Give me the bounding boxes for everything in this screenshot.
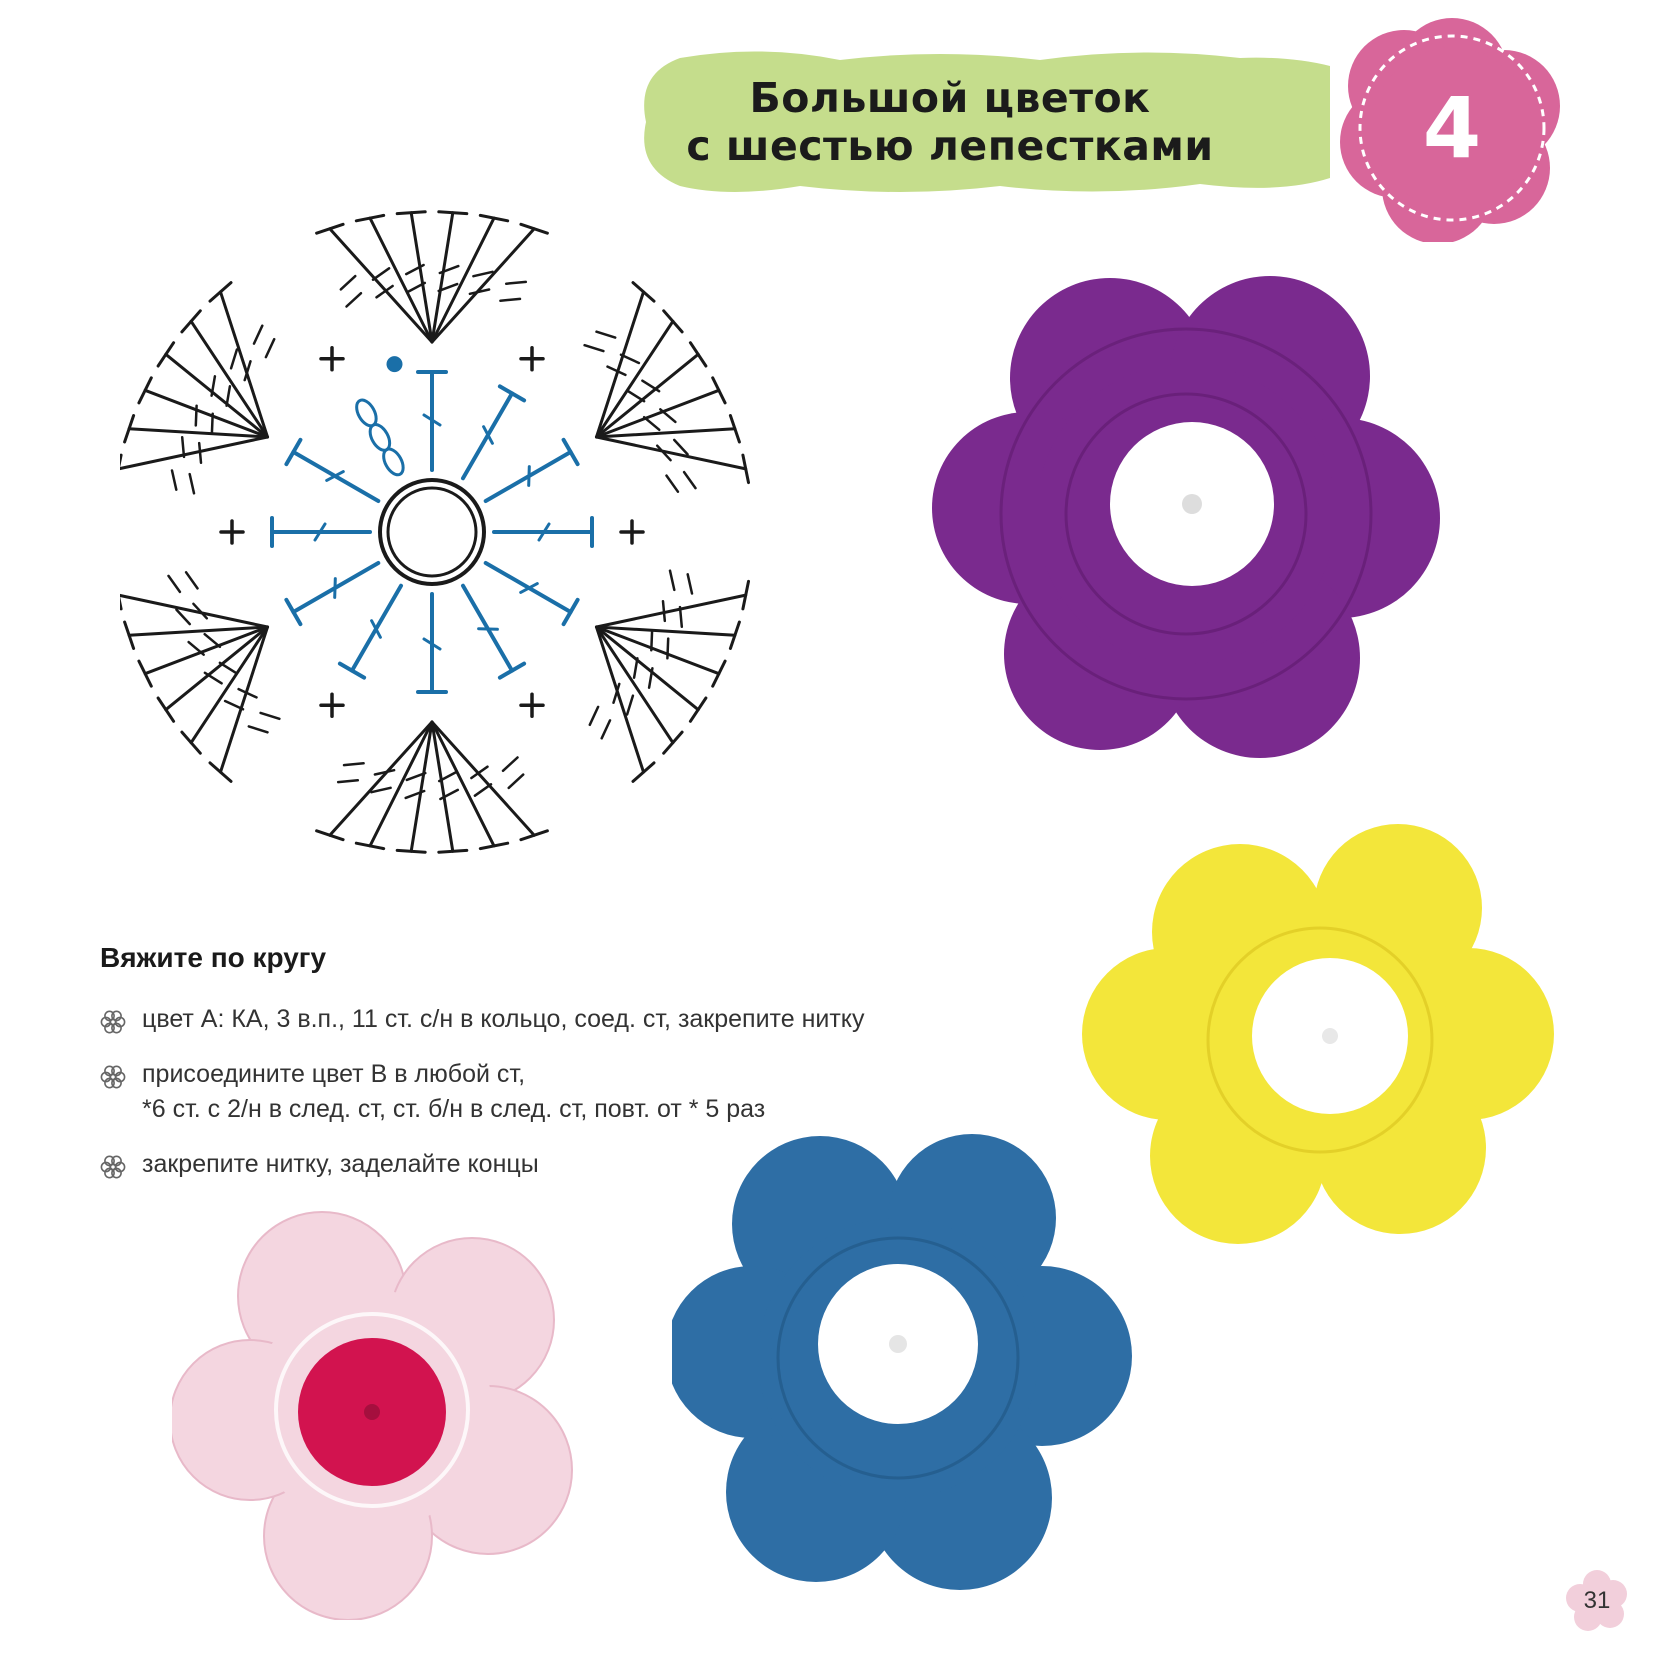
badge-number: 4 bbox=[1422, 79, 1482, 177]
yellow-flower-image bbox=[1082, 824, 1554, 1244]
blue-flower-image bbox=[672, 1134, 1132, 1590]
crochet-chart-diagram bbox=[120, 210, 750, 854]
page-title: Большой цветок с шестью лепестками bbox=[640, 48, 1260, 196]
instruction-text: закрепите нитку, заделайте концы bbox=[142, 1150, 539, 1178]
page-number: 31 bbox=[1566, 1570, 1628, 1632]
banner-shape bbox=[644, 51, 1330, 192]
instructions-list: цвет А: КА, 3 в.п., 11 ст. с/н в кольцо,… bbox=[100, 1002, 1000, 1182]
title-line-1: Большой цветок bbox=[749, 73, 1151, 122]
purple-flower-image bbox=[932, 276, 1440, 758]
page-number-text: 31 bbox=[1583, 1587, 1611, 1614]
instructions: Вяжите по кругу цвет А: КА, 3 в.п., 11 с… bbox=[100, 942, 1000, 1202]
pattern-number-badge: 4 bbox=[1338, 14, 1566, 242]
flower-bullet-icon bbox=[100, 1065, 126, 1089]
badge-flower-icon bbox=[1340, 18, 1560, 242]
instruction-text: цвет А: КА, 3 в.п., 11 ст. с/н в кольцо,… bbox=[142, 1005, 865, 1033]
title-banner: Большой цветок с шестью лепестками bbox=[640, 48, 1380, 196]
pink-flower-image bbox=[172, 1211, 573, 1620]
page-number-flower-icon bbox=[1566, 1570, 1627, 1631]
instruction-item: закрепите нитку, заделайте концы bbox=[100, 1147, 1000, 1182]
instruction-item: цвет А: КА, 3 в.п., 11 ст. с/н в кольцо,… bbox=[100, 1002, 1000, 1037]
flower-bullet-icon bbox=[100, 1010, 126, 1034]
flower-bullet-icon bbox=[100, 1155, 126, 1179]
instructions-heading: Вяжите по кругу bbox=[100, 942, 327, 973]
instruction-text: *6 ст. с 2/н в след. ст, ст. б/н в след.… bbox=[142, 1095, 766, 1123]
title-line-2: с шестью лепестками bbox=[686, 122, 1214, 170]
instruction-item: присоедините цвет В в любой ст, *6 ст. с … bbox=[100, 1057, 1000, 1127]
instruction-text: присоедините цвет В в любой ст, bbox=[142, 1060, 526, 1088]
